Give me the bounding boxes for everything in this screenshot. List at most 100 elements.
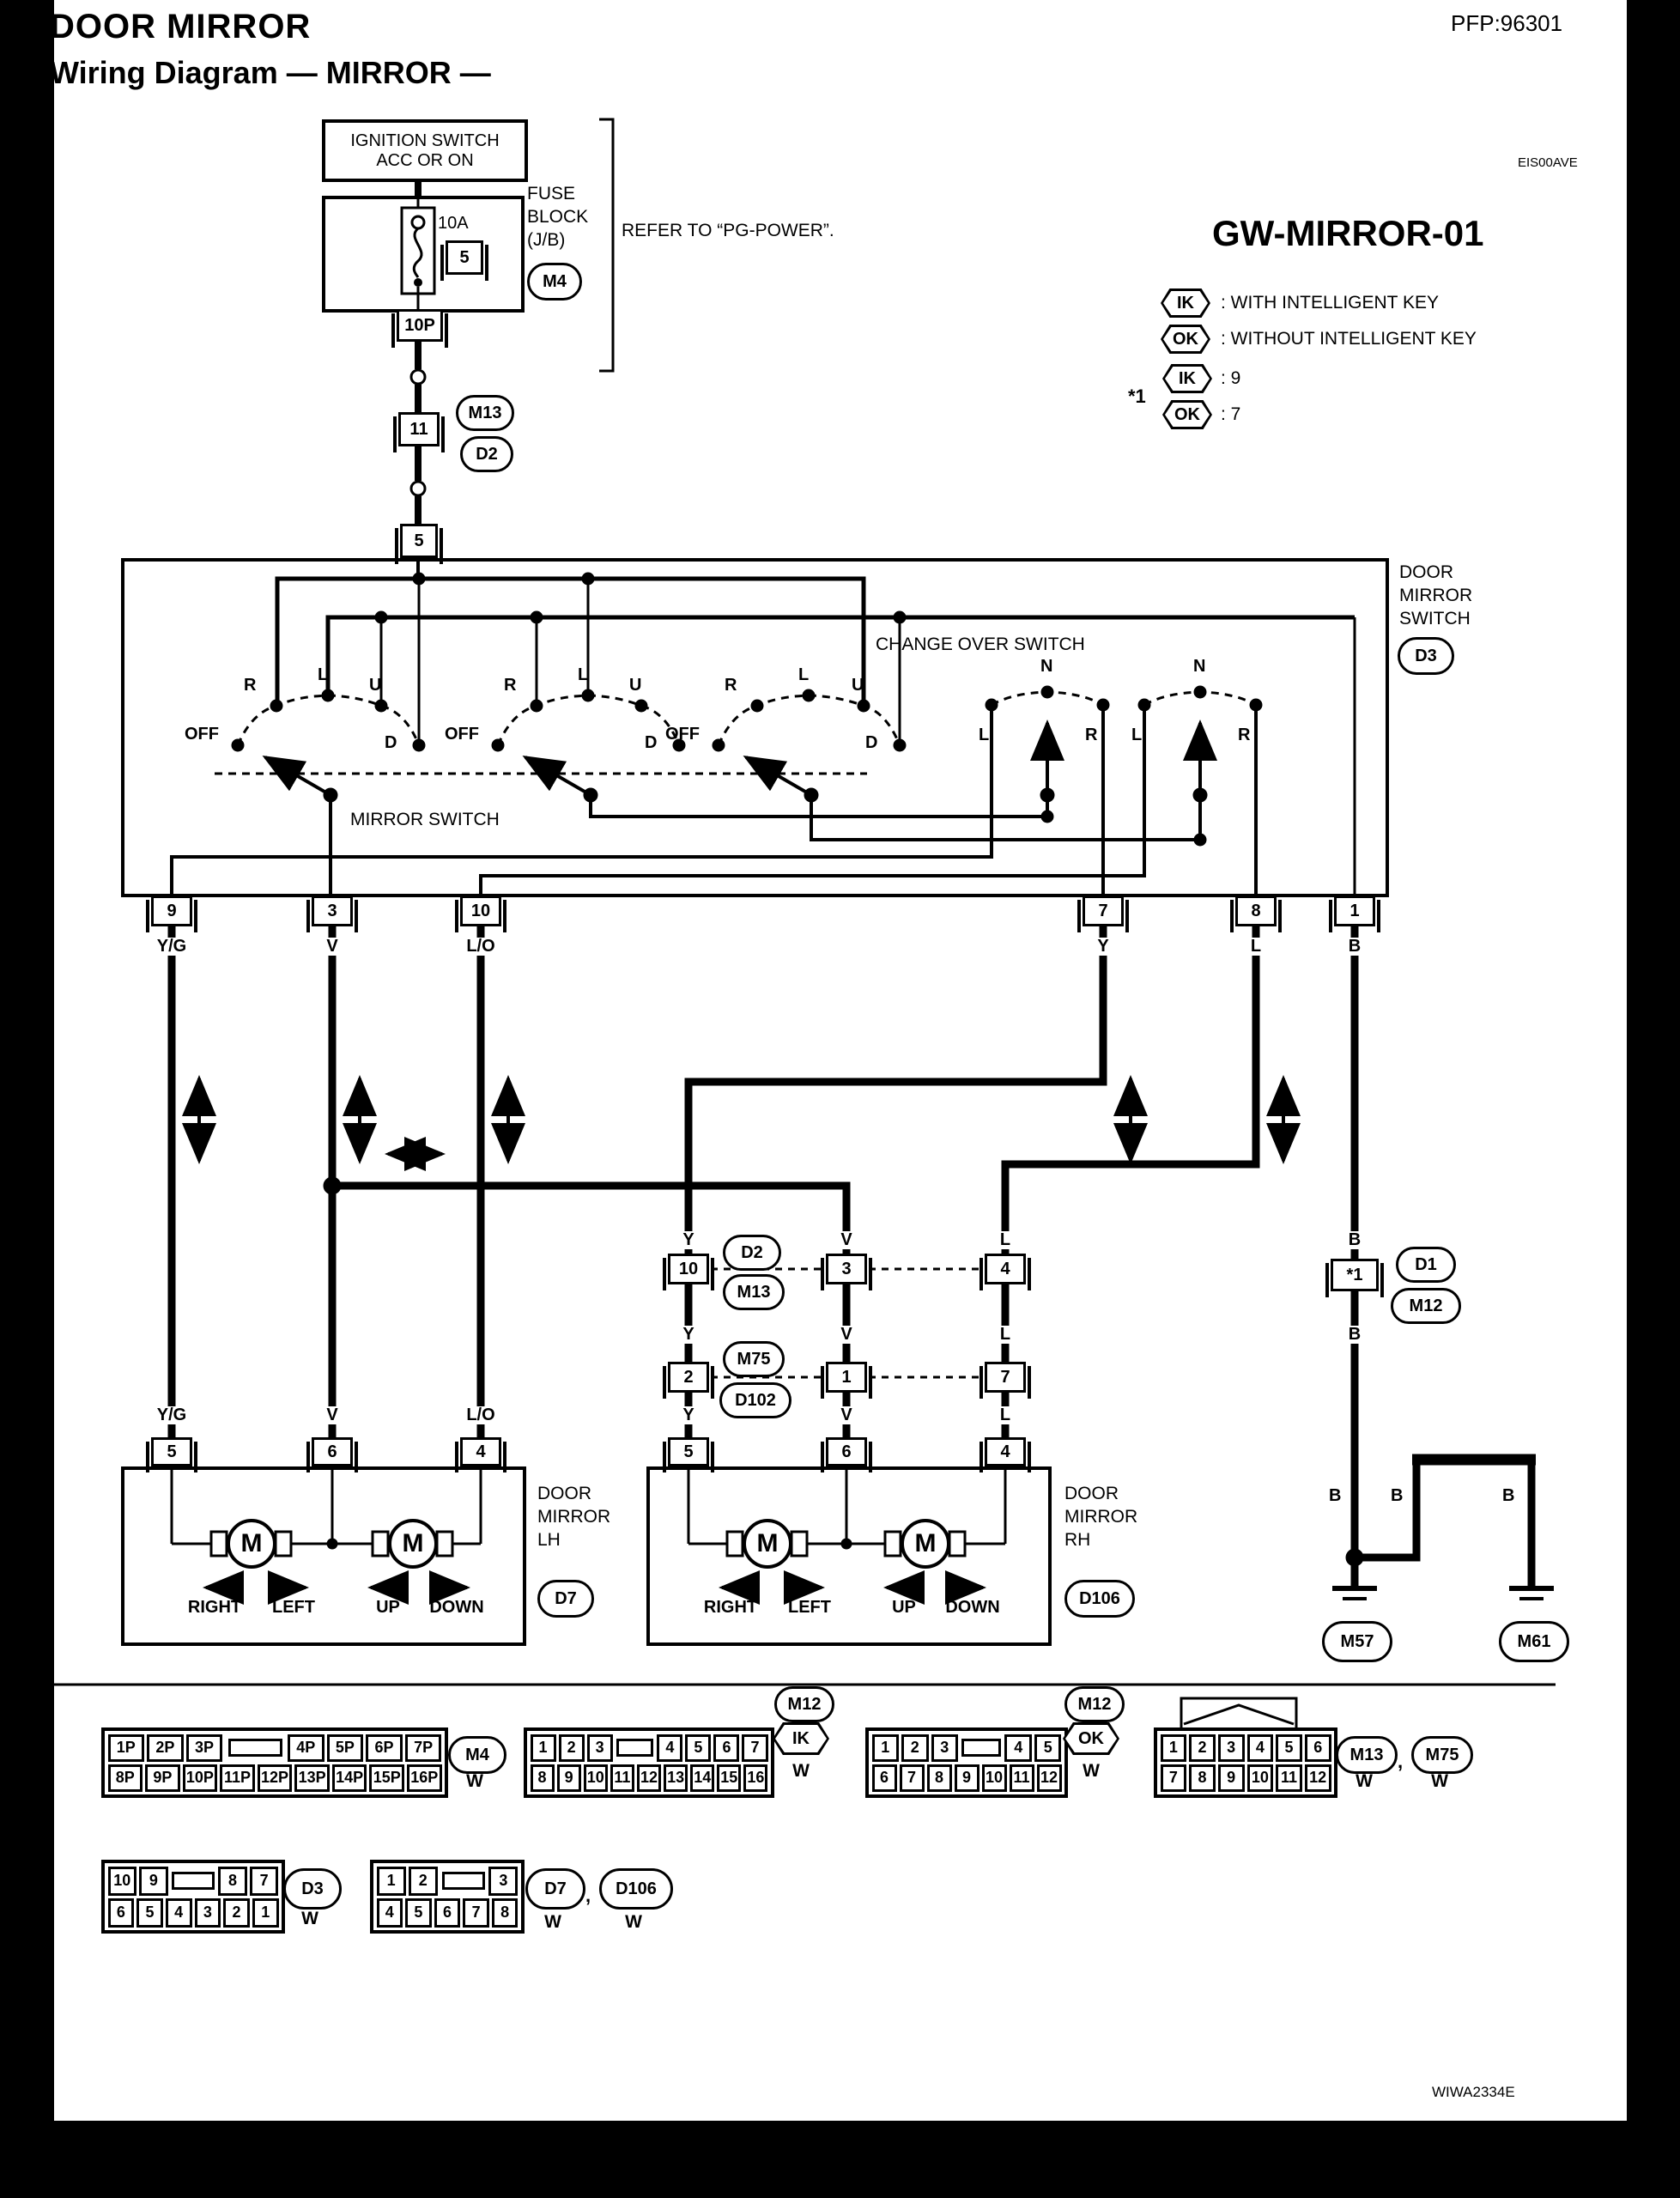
contact-label-d: D bbox=[865, 733, 878, 752]
connector-ref-d102: D102 bbox=[719, 1382, 791, 1418]
dir-left: LEFT bbox=[272, 1598, 315, 1617]
wire-label-yg: Y/G bbox=[153, 938, 191, 956]
ignition-switch-box: IGNITION SWITCH ACC OR ON bbox=[322, 119, 528, 182]
inline-connector-4: 4 bbox=[979, 1254, 1031, 1290]
contact-label-l: L bbox=[798, 665, 810, 684]
paper-background bbox=[54, 0, 1627, 2121]
mirror-switch-label: MIRROR SWITCH bbox=[350, 810, 500, 829]
motor-m-label: M bbox=[402, 1529, 424, 1557]
ok-hexagon: OK bbox=[1161, 325, 1210, 354]
ok-hexagon: OK bbox=[1162, 400, 1212, 429]
fuse-amp-rating: 10A bbox=[438, 214, 469, 233]
connector-ref-m4: M4 bbox=[527, 263, 582, 301]
connector-ref-m12: M12 bbox=[774, 1686, 834, 1722]
dir-right: RIGHT bbox=[187, 1598, 242, 1617]
contact-label-l: L bbox=[318, 665, 329, 684]
inline-connector-1: 1 bbox=[821, 1362, 872, 1399]
switch-pin-1: 1 bbox=[1329, 896, 1380, 932]
switch-pin-3: 3 bbox=[306, 896, 358, 932]
dir-down: DOWN bbox=[429, 1598, 484, 1617]
wire-label-v: V bbox=[837, 1231, 856, 1249]
connector-ref-d2: D2 bbox=[460, 436, 513, 472]
wire-label-lo: L/O bbox=[463, 938, 499, 956]
connector-ref-m13: M13 bbox=[723, 1274, 785, 1310]
comma: , bbox=[585, 1885, 591, 1906]
legend-ok-value: : 7 bbox=[1221, 404, 1241, 424]
wire-label-b: B bbox=[1344, 1231, 1365, 1249]
wire-label-y: Y bbox=[1094, 938, 1113, 956]
wire-label-v: V bbox=[837, 1406, 856, 1424]
wire-label-v: V bbox=[323, 938, 342, 956]
dir-down: DOWN bbox=[945, 1598, 1000, 1617]
wire-label-b: B bbox=[1391, 1486, 1404, 1505]
connector-ref-m12: M12 bbox=[1391, 1288, 1461, 1324]
contact-label-d: D bbox=[645, 733, 658, 752]
wire-label-l: L bbox=[1246, 938, 1265, 956]
connector-ref-d106: D106 bbox=[1064, 1580, 1135, 1618]
wire-label-b: B bbox=[1502, 1486, 1515, 1505]
page-subtitle: Wiring Diagram — MIRROR — bbox=[50, 55, 491, 90]
wire-label-y: Y bbox=[679, 1231, 698, 1249]
wire-label-y: Y bbox=[679, 1406, 698, 1424]
ground-ref-m57: M57 bbox=[1322, 1621, 1392, 1662]
connector-pin-5: 5 bbox=[395, 524, 443, 564]
inline-connector-2: 2 bbox=[663, 1362, 714, 1399]
connector-ref-d7: D7 bbox=[537, 1580, 594, 1618]
contact-label-r: R bbox=[504, 676, 517, 695]
connector-ref-d7: D7 bbox=[525, 1868, 585, 1910]
contact-label-r: R bbox=[1085, 726, 1098, 744]
wire-label-yg: Y/G bbox=[153, 1406, 191, 1424]
contact-label-n: N bbox=[1040, 657, 1053, 676]
door-mirror-switch-label: DOOR MIRROR SWITCH bbox=[1399, 562, 1473, 628]
wire-label-b: B bbox=[1329, 1486, 1342, 1505]
connector-ref-m12: M12 bbox=[1064, 1686, 1125, 1722]
drawing-number: WIWA2334E bbox=[1432, 2084, 1515, 2100]
dir-right: RIGHT bbox=[703, 1598, 758, 1617]
legend-ik-value: : 9 bbox=[1221, 368, 1241, 388]
pfp-number: PFP:96301 bbox=[1451, 10, 1563, 36]
dir-up: UP bbox=[376, 1598, 400, 1617]
lh-pin-4: 4 bbox=[455, 1437, 506, 1472]
diagram-id: GW-MIRROR-01 bbox=[1212, 213, 1484, 253]
contact-label-u: U bbox=[629, 676, 642, 695]
switch-pin-8: 8 bbox=[1230, 896, 1282, 932]
motor-m-label: M bbox=[914, 1529, 937, 1557]
contact-label-n: N bbox=[1193, 657, 1206, 676]
inline-connector-10: 10 bbox=[663, 1254, 714, 1290]
contact-label-l: L bbox=[578, 665, 589, 684]
wire-label-b: B bbox=[1344, 938, 1365, 956]
legend-with-key: : WITH INTELLIGENT KEY bbox=[1221, 293, 1439, 313]
connector-color: W bbox=[301, 1909, 318, 1928]
star1-note: *1 bbox=[1128, 386, 1146, 407]
lh-pin-5: 5 bbox=[146, 1437, 197, 1472]
connector-color: W bbox=[625, 1912, 642, 1932]
inline-connector-7: 7 bbox=[979, 1362, 1031, 1399]
contact-label-r: R bbox=[244, 676, 257, 695]
ik-hexagon: IK bbox=[773, 1722, 829, 1755]
wire-label-lo: L/O bbox=[463, 1406, 499, 1424]
rh-pin-4: 4 bbox=[979, 1437, 1031, 1472]
rh-pin-6: 6 bbox=[821, 1437, 872, 1472]
contact-label-u: U bbox=[852, 676, 864, 695]
connector-ref-m13: M13 bbox=[456, 395, 514, 431]
fuse-block-box bbox=[322, 196, 525, 313]
connector-ref-d1: D1 bbox=[1396, 1247, 1456, 1283]
connector-ref-d3: D3 bbox=[283, 1868, 342, 1910]
eis-code: EIS00AVE bbox=[1518, 155, 1578, 170]
dir-left: LEFT bbox=[788, 1598, 831, 1617]
door-mirror-lh-label: DOOR MIRROR LH bbox=[537, 1484, 611, 1550]
legend-without-key: : WITHOUT INTELLIGENT KEY bbox=[1221, 329, 1477, 349]
connector-color: W bbox=[1083, 1761, 1100, 1781]
